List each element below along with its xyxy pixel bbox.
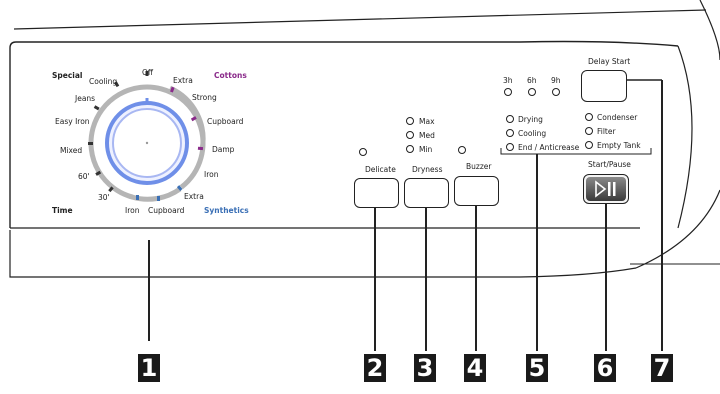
start-pause-label: Start/Pause [588,160,631,169]
callout-number-2: 2 [364,354,386,382]
dryness-max-led [406,117,414,125]
dial-cottons-label: Cottons [214,71,247,80]
end-anticrease-label: End / Anticrease [518,143,580,152]
buzzer-button[interactable] [454,176,499,206]
callout-number-4: 4 [464,354,486,382]
delay-3h-led [504,88,512,96]
dryness-min-label: Min [419,145,433,154]
delay-9h-label: 9h [551,76,561,85]
condenser-label: Condenser [597,113,638,122]
dryness-button[interactable] [404,178,449,208]
program-jeans[interactable]: Jeans [75,94,96,103]
callout-number-1: 1 [138,354,160,382]
dryness-med-label: Med [419,131,435,140]
dial-special-label: Special [52,71,83,80]
dryness-med-led [406,131,414,139]
buzzer-label: Buzzer [466,162,492,171]
delay-9h-led [552,88,560,96]
drying-led [506,115,514,123]
program-easy-iron[interactable]: Easy Iron [55,117,90,126]
condenser-led [585,113,593,121]
callout-line-1 [148,240,150,341]
program-extra-cottons[interactable]: Extra [173,76,193,85]
callout-number-6: 6 [594,354,616,382]
dial-time-label: Time [52,206,73,215]
buzzer-led [458,146,466,154]
program-iron-cottons[interactable]: Iron [204,170,219,179]
cooling-led [506,129,514,137]
program-cupboard-synthetics[interactable]: Cupboard [148,206,185,215]
callout-line-3 [425,208,427,351]
program-damp[interactable]: Damp [212,145,235,154]
program-cupboard-cottons[interactable]: Cupboard [207,117,244,126]
callout-number-7: 7 [651,354,673,382]
program-iron-synthetics-low[interactable]: Iron [125,206,140,215]
delay-start-label: Delay Start [588,57,631,66]
program-extra-synthetics[interactable]: Extra [184,192,204,201]
drying-label: Drying [518,115,543,124]
program-off[interactable]: Off [142,68,154,77]
program-30[interactable]: 30' [98,193,110,202]
callout-line-5 [536,154,538,351]
dial-synthetics-label: Synthetics [204,206,249,215]
delay-3h-label: 3h [503,76,513,85]
dryness-max-label: Max [419,117,435,126]
filter-label: Filter [597,127,616,136]
program-mixed[interactable]: Mixed [60,146,83,155]
program-strong[interactable]: Strong [192,93,217,102]
callout-line-6 [605,204,607,351]
start-pause-button[interactable] [583,174,629,204]
callout-line-2 [374,208,376,351]
cooling-label: Cooling [518,129,547,138]
callout-line-7 [661,80,663,351]
play-pause-icon [595,180,616,198]
callout-number-3: 3 [414,354,436,382]
empty-tank-led [585,141,593,149]
delay-start-button[interactable] [581,70,627,102]
delicate-button[interactable] [354,178,399,208]
dryness-min-led [406,145,414,153]
delicate-led [359,148,367,156]
dryness-label: Dryness [412,165,443,174]
end-anticrease-led [506,143,514,151]
delay-6h-led [528,88,536,96]
filter-led [585,127,593,135]
empty-tank-label: Empty Tank [597,141,641,150]
callout-number-5: 5 [526,354,548,382]
program-dial[interactable] [72,68,222,218]
delay-6h-label: 6h [527,76,537,85]
delicate-label: Delicate [365,165,396,174]
program-cooling[interactable]: Cooling [89,77,118,86]
callout-line-4 [475,206,477,351]
program-60[interactable]: 60' [78,172,90,181]
